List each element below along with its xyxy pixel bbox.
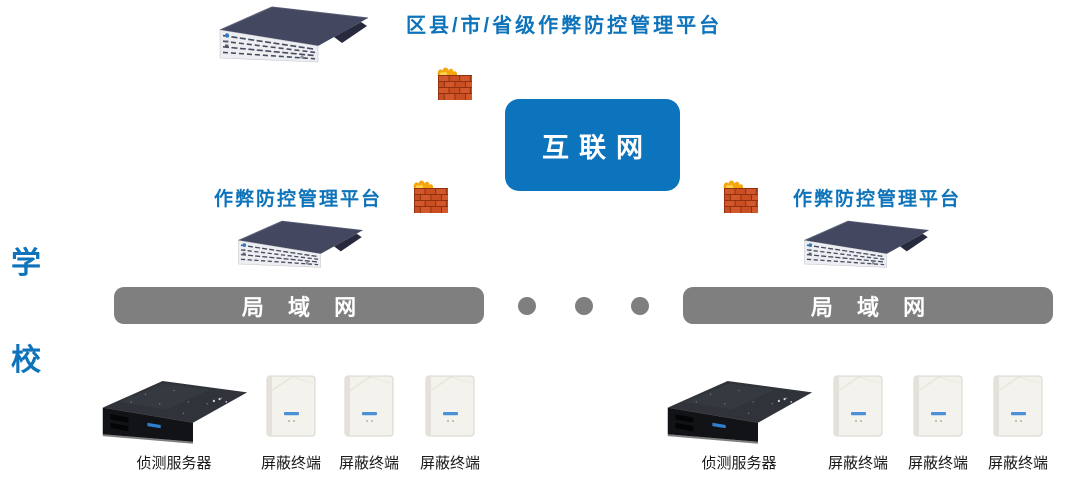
lan-bar-left: 局 域 网: [114, 287, 484, 324]
shield-terminal-image: [911, 374, 965, 438]
platform-right-label: 作弊防控管理平台: [793, 189, 962, 210]
shield-terminal-image: [831, 374, 885, 438]
platform-left-label: 作弊防控管理平台: [214, 189, 383, 210]
firewall-icon: [436, 66, 474, 100]
page-title: 区县/市/省级作弊防控管理平台: [406, 15, 723, 37]
terminal-caption: 屏蔽终端: [260, 455, 321, 472]
shield-terminal-image: [991, 374, 1045, 438]
lan-right-label: 局 域 网: [810, 294, 935, 320]
platform-right-server-image: [799, 217, 934, 269]
shield-terminal-image: [264, 374, 318, 438]
detection-server-image: [98, 375, 250, 444]
school-label-char1: 学: [11, 247, 41, 280]
terminal-caption: 屏蔽终端: [338, 455, 399, 472]
ellipsis-dot-icon: [631, 297, 649, 315]
detection-server-image: [663, 375, 815, 444]
internet-label: 互联网: [542, 132, 653, 163]
school-label-char2: 校: [11, 344, 41, 377]
platform-left-server-image: [233, 217, 368, 269]
shield-terminal-image: [423, 374, 477, 438]
internet-node: 互联网: [505, 99, 680, 191]
lan-left-label: 局 域 网: [241, 294, 366, 320]
firewall-icon: [722, 179, 760, 213]
provincial-server-image: [214, 2, 374, 64]
lan-bar-right: 局 域 网: [683, 287, 1053, 324]
terminal-caption: 屏蔽终端: [987, 455, 1048, 472]
detection-server-caption: 侦测服务器: [136, 455, 212, 472]
ellipsis-dot-icon: [575, 297, 593, 315]
terminal-caption: 屏蔽终端: [419, 455, 480, 472]
firewall-icon: [412, 179, 450, 213]
detection-server-caption: 侦测服务器: [701, 455, 777, 472]
ellipsis-dot-icon: [518, 297, 536, 315]
terminal-caption: 屏蔽终端: [827, 455, 888, 472]
shield-terminal-image: [342, 374, 396, 438]
terminal-caption: 屏蔽终端: [907, 455, 968, 472]
